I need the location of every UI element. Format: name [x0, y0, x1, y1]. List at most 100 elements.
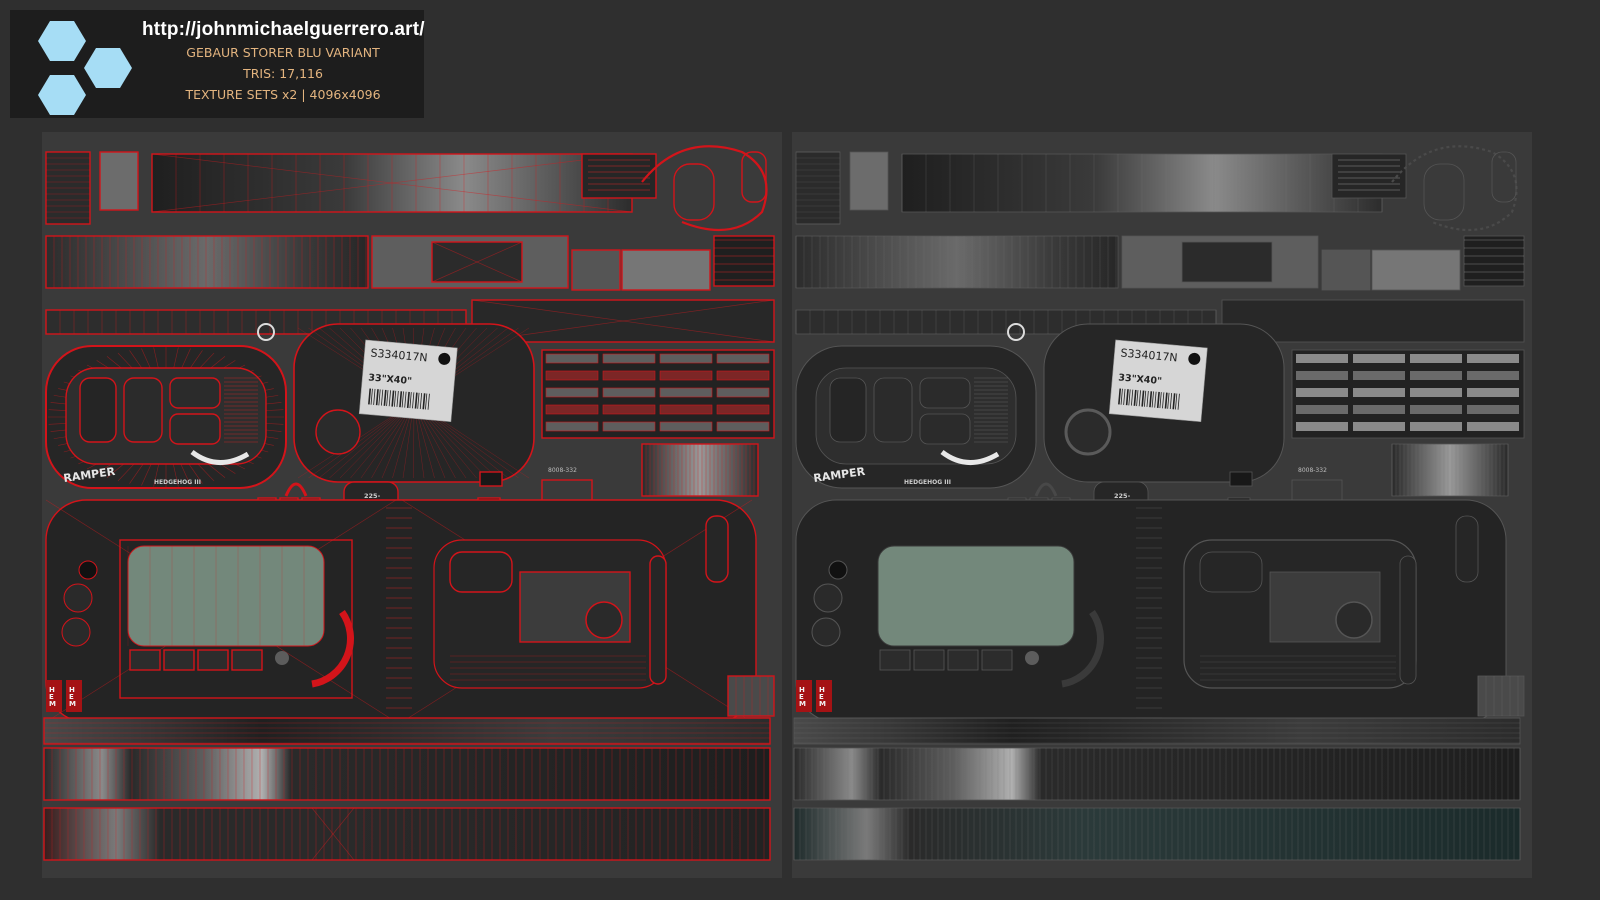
wire-bottom-strap-1	[43, 717, 771, 745]
tex-code-decal: 8008-332	[1298, 467, 1327, 474]
wire-right-fabric-swatch	[641, 443, 759, 497]
tex-strap-left-cluster	[795, 151, 841, 225]
tex-row2-stripes	[1463, 235, 1525, 287]
tex-stripe-grid-cells	[1296, 354, 1519, 431]
tex-bottom-strap-2	[793, 747, 1521, 801]
tex-left-mount-slot-a	[829, 377, 867, 443]
wire-hook	[284, 482, 308, 497]
site-url: http://johnmichaelguerrero.art/	[142, 19, 425, 40]
tex-right-fabric-swatch-lines	[1391, 444, 1509, 496]
tex-right-fabric-swatch	[1391, 443, 1509, 497]
wire-small-grid-block	[727, 675, 775, 717]
tex-model-decal: HEDGEHOG III	[904, 479, 951, 486]
wire-back-slot-a	[449, 551, 513, 593]
wire-radio-button-1	[129, 649, 161, 671]
tex-radio-button-3	[947, 649, 979, 671]
wire-row2-panel-a	[571, 249, 621, 291]
tex-radio-button-1	[879, 649, 911, 671]
header-card: http://johnmichaelguerrero.art/ GEBAUR S…	[10, 10, 425, 118]
tex-size-text: 33"X40"	[1118, 372, 1163, 387]
tex-side-rail-a	[1399, 555, 1417, 685]
wire-left-mount-slot-d	[169, 413, 221, 445]
wire-bottom-strap-1-lines	[44, 717, 770, 744]
wire-bottom-strap-2-lines	[43, 748, 765, 800]
tex-top-long-strap-lines	[901, 154, 1383, 212]
wire-right-fabric-swatch-lines	[641, 444, 759, 496]
logo-hex-top	[38, 21, 86, 61]
tex-top-strap-loop	[1391, 145, 1518, 232]
tex-top-pad	[849, 151, 889, 211]
tex-radio-switch-icon	[1025, 651, 1039, 665]
tex-radio-screen	[877, 545, 1075, 647]
wire-strap-left-cluster-hatch	[46, 151, 90, 225]
wire-strap-row2-left	[45, 235, 369, 289]
logo-hex-right	[84, 48, 132, 88]
wire-bottom-strap-2	[43, 747, 771, 801]
tex-radio-dial-icon	[813, 583, 843, 613]
tex-left-mount-slot-d	[919, 413, 971, 445]
tex-row3-panel	[1221, 299, 1525, 343]
wire-row2-holder-window-triangulation	[431, 241, 523, 283]
tex-bottom-strap-1-lines	[794, 717, 1520, 744]
wire-bottom-strap-3	[43, 807, 771, 861]
wire-radio-switch-icon	[275, 651, 289, 665]
wire-code-decal: 8008-332	[548, 467, 577, 474]
wire-radio-screen	[127, 545, 325, 647]
wire-hem-tag-2	[66, 680, 82, 712]
wire-bottom-strap-3-cell-triangulation	[311, 807, 355, 861]
tex-top-long-strap	[901, 153, 1383, 213]
wire-pouch-dial-icon	[315, 409, 361, 455]
tex-row2-stripes-lines	[1464, 239, 1524, 281]
tex-left-mount-grille	[974, 377, 1008, 443]
tex-speaker-grille-icon	[811, 617, 841, 647]
tex-radio-ladder	[1136, 507, 1162, 719]
texture-sets: TEXTURE SETS x2 | 4096x4096	[185, 87, 381, 102]
tex-bottom-strap-3-lines	[793, 808, 1521, 860]
wire-row2-panel-b	[621, 249, 711, 291]
tex-hem-tag-2	[816, 680, 832, 712]
tex-row2-panel-b	[1371, 249, 1461, 291]
wire-top-loop-ring-b	[741, 151, 767, 203]
wire-back-vents	[450, 655, 646, 681]
wire-top-pad	[99, 151, 139, 211]
wire-model-decal: HEDGEHOG III	[154, 479, 201, 486]
tex-row2-holder-window	[1181, 241, 1273, 283]
tex-bottom-strap-1	[793, 717, 1521, 745]
wire-radio-screen-mesh	[127, 546, 305, 646]
wire-metal-arc	[190, 449, 250, 465]
tex-radio-button-4	[981, 649, 1013, 671]
wire-radio-arc	[311, 609, 354, 688]
wire-small-grid-block-lines	[727, 676, 769, 716]
wire-side-rail-a	[649, 555, 667, 685]
wire-bottom-strap-3-lines	[43, 808, 765, 860]
wire-radio-button-4	[231, 649, 263, 671]
wire-small-block-b	[479, 471, 503, 487]
tex-back-vents	[1200, 655, 1396, 681]
wire-radio-dial-icon	[63, 583, 93, 613]
wire-radio-button-2	[163, 649, 195, 671]
wire-speaker-grille-icon	[61, 617, 91, 647]
logo-hex-bottom	[38, 75, 86, 115]
wire-top-buckle	[581, 153, 657, 199]
tex-eyelet-ring-icon	[1007, 323, 1025, 341]
tex-left-mount-slot-b	[873, 377, 913, 443]
tex-back-slot-a	[1199, 551, 1263, 593]
tex-row2-panel-a	[1321, 249, 1371, 291]
wire-top-strap-loop	[641, 145, 768, 232]
tex-left-mount-slot-c	[919, 377, 971, 409]
wire-radio-ladder	[386, 507, 412, 719]
wire-row2-stripes	[713, 235, 775, 287]
wire-radio-frame-wire	[119, 539, 353, 699]
wire-top-buckle-slots	[588, 159, 650, 191]
wire-hem-tag-1	[46, 680, 62, 712]
tris-count: TRIS: 17,116	[243, 66, 323, 81]
tex-top-loop-ring-a	[1423, 163, 1465, 221]
tex-hem-tag-1	[796, 680, 812, 712]
tex-strap-row2-left	[795, 235, 1119, 289]
wire-radio-button-3	[197, 649, 229, 671]
